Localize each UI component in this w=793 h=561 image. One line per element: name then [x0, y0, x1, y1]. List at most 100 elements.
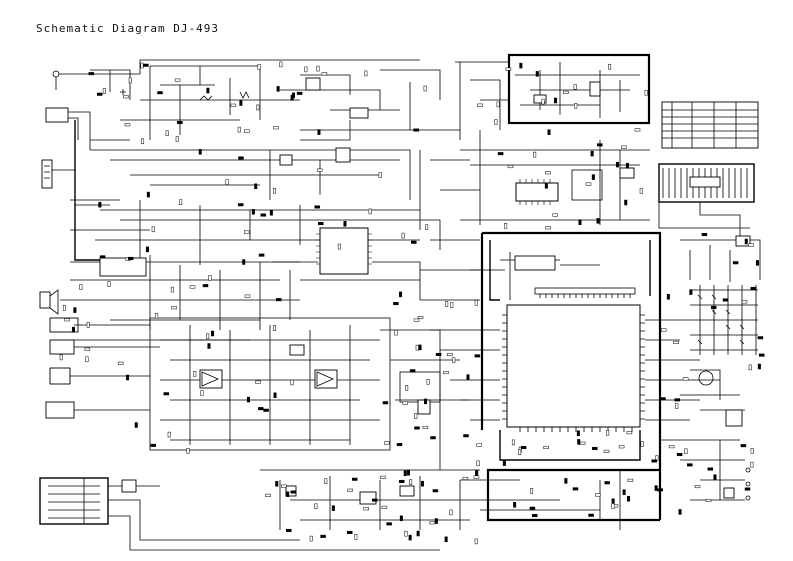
component-mark: [422, 425, 429, 429]
rf-module: [305, 77, 321, 91]
component-mark: [596, 218, 600, 224]
bottom-power: [260, 469, 480, 530]
component-mark: [687, 463, 693, 467]
op-amp-2: [314, 369, 338, 389]
component-mark: [286, 491, 290, 497]
component-mark: [519, 62, 523, 69]
component-mark: [497, 152, 504, 156]
component-mark: [230, 103, 237, 107]
component-mark: [520, 446, 527, 450]
component-mark: [674, 398, 680, 402]
component-mark: [399, 291, 403, 298]
component-mark: [606, 430, 610, 436]
component-mark: [265, 493, 271, 497]
component-mark: [343, 221, 347, 227]
ext-dc-jack: [45, 107, 69, 123]
if-ic: [319, 227, 369, 275]
component-mark: [511, 439, 515, 446]
component-mark: [141, 138, 145, 145]
component-mark: [434, 518, 438, 524]
component-mark: [707, 467, 714, 471]
vco-shield-box: [507, 53, 651, 125]
component-mark: [145, 246, 149, 253]
component-mark: [382, 401, 389, 405]
component-mark: [531, 514, 538, 518]
component-mark: [272, 325, 276, 331]
component-mark: [413, 318, 420, 322]
component-mark: [143, 63, 149, 67]
component-mark: [533, 151, 537, 158]
component-mark: [257, 63, 261, 70]
component-mark: [64, 318, 70, 322]
component-mark: [404, 530, 408, 537]
component-mark: [624, 199, 628, 206]
sp-jack: [49, 339, 75, 355]
component-mark: [364, 70, 368, 77]
component-mark: [744, 487, 751, 491]
component-mark: [573, 83, 577, 90]
component-mark: [675, 403, 679, 409]
driver-section: [419, 129, 650, 230]
component-mark: [414, 426, 420, 430]
component-mark: [603, 449, 610, 453]
component-mark: [238, 156, 244, 160]
component-mark: [398, 479, 405, 483]
component-mark: [171, 306, 177, 310]
page-title: Schematic Diagram DJ-493: [36, 22, 219, 35]
component-mark: [316, 65, 320, 72]
component-mark: [150, 443, 156, 447]
component-mark: [432, 489, 439, 493]
component-mark: [381, 505, 388, 509]
component-mark: [507, 165, 514, 169]
component-mark: [466, 374, 470, 380]
component-mark: [207, 343, 211, 349]
component-mark: [574, 103, 578, 109]
component-mark: [476, 443, 482, 447]
component-mark: [403, 470, 407, 477]
component-mark: [321, 72, 328, 76]
cable-connector: [39, 477, 109, 525]
input-section: [41, 59, 420, 261]
component-mark: [386, 522, 392, 526]
component-mark: [414, 413, 418, 419]
component-mark: [254, 183, 258, 190]
component-mark: [588, 513, 594, 517]
component-mark: [363, 507, 369, 511]
component-mark: [406, 469, 410, 476]
component-mark: [660, 397, 666, 401]
component-mark: [117, 361, 124, 365]
component-mark: [314, 503, 318, 510]
component-mark: [260, 213, 267, 217]
audio-section: [39, 255, 300, 419]
filter-block: [335, 147, 351, 163]
component-mark: [572, 487, 579, 491]
component-mark: [124, 123, 131, 127]
component-mark: [290, 490, 297, 494]
component-mark: [513, 502, 517, 508]
component-mark: [420, 480, 424, 487]
component-mark: [502, 460, 506, 466]
component-mark: [246, 396, 250, 403]
component-mark: [237, 203, 244, 207]
component-mark: [426, 379, 430, 385]
component-mark: [304, 66, 308, 73]
component-mark: [200, 390, 204, 396]
component-mark: [424, 398, 428, 405]
component-mark: [309, 535, 313, 542]
component-mark: [416, 530, 420, 537]
component-mark: [273, 392, 277, 399]
component-mark: [371, 498, 378, 502]
bottom-connector: [39, 477, 440, 551]
component-mark: [211, 330, 215, 337]
component-mark: [604, 481, 610, 485]
component-mark: [651, 459, 657, 463]
component-mark: [88, 72, 95, 76]
component-mark: [394, 329, 398, 336]
component-mark: [351, 477, 358, 481]
component-mark: [640, 441, 644, 447]
component-mark: [494, 119, 498, 125]
component-mark: [206, 333, 210, 340]
component-mark: [639, 188, 643, 194]
component-mark: [578, 219, 582, 225]
